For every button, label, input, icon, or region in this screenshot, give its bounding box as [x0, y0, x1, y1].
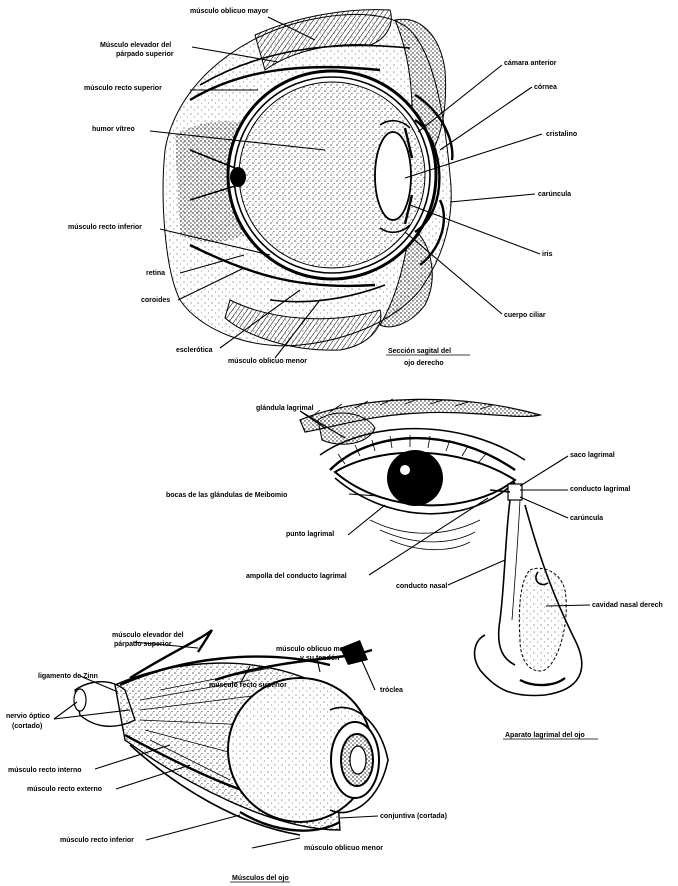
- label-cristalino: cristalino: [546, 131, 577, 138]
- label-elevador-2: párpado superior: [116, 51, 174, 58]
- iris-lacrimal: [387, 450, 443, 506]
- label-ampolla: ampolla del conducto lagrimal: [246, 573, 347, 580]
- label-conducto-nasal: conducto nasal: [396, 583, 447, 590]
- nasal-duct-2: [512, 500, 520, 620]
- label-caruncula-2: carúncula: [570, 515, 603, 522]
- label-recto-inferior: músculo recto inferior: [68, 224, 142, 231]
- caption-muscles: Músculos del ojo: [232, 875, 289, 882]
- optic-disc: [230, 167, 246, 187]
- label-recto-superior-m: músculo recto superior: [209, 682, 287, 689]
- label-retina: retina: [146, 270, 165, 277]
- sagittal-section-diagram: [163, 10, 452, 350]
- label-saco-lagrimal: saco lagrimal: [570, 452, 615, 459]
- caption-sagittal-1: Sección sagital del: [388, 348, 451, 355]
- label-esclerotica: esclerótica: [176, 347, 213, 354]
- label-oblicuo-mayor-m2: y su tendón: [300, 655, 339, 662]
- optic-nerve-end: [74, 689, 86, 711]
- lacrimal-sac: [508, 484, 522, 500]
- label-cavidad-nasal: cavidad nasal derech: [592, 602, 663, 609]
- under-eye-lines: [370, 520, 480, 550]
- label-cuerpo-ciliar: cuerpo ciliar: [504, 312, 546, 319]
- label-conducto-lagrimal: conducto lagrimal: [570, 486, 630, 493]
- label-humor-vitreo: humor vítreo: [92, 126, 135, 133]
- label-camara-anterior: cámara anterior: [504, 60, 557, 67]
- label-elevador-1: Músculo elevador del: [100, 42, 171, 49]
- label-caruncula: carúncula: [538, 191, 571, 198]
- label-nervio-1: nervio óptico: [6, 713, 50, 720]
- label-coroides: coroides: [141, 297, 170, 304]
- pupil: [350, 746, 366, 774]
- lens-shape: [375, 132, 411, 220]
- label-troclea: tróclea: [380, 687, 403, 694]
- label-elevador-m1: músculo elevador del: [112, 632, 184, 639]
- label-elevador-m2: párpado superior: [114, 641, 172, 648]
- label-iris: iris: [542, 251, 553, 258]
- label-oblicuo-mayor: músculo oblicuo mayor: [190, 8, 269, 15]
- label-recto-superior: músculo recto superior: [84, 85, 162, 92]
- label-recto-externo: músculo recto externo: [27, 786, 102, 793]
- nostril: [520, 678, 565, 685]
- caption-sagittal-2: ojo derecho: [404, 360, 444, 367]
- label-nervio-2: (cortado): [12, 723, 42, 730]
- iris-highlight: [400, 465, 410, 475]
- label-oblicuo-mayor-m1: músculo oblicuo mayor: [276, 646, 355, 653]
- label-meibomio: bocas de las glándulas de Meibomio: [166, 492, 287, 499]
- muscles-diagram: [74, 630, 388, 835]
- label-recto-interno: músculo recto interno: [8, 767, 82, 774]
- caption-lacrimal: Aparato lagrimal del ojo: [505, 732, 585, 739]
- label-glandula-lagrimal: glándula lagrimal: [256, 405, 314, 412]
- label-oblicuo-menor-m: músculo oblicuo menor: [304, 845, 383, 852]
- nasal-duct: [499, 500, 515, 665]
- label-oblicuo-menor: músculo oblicuo menor: [228, 358, 307, 365]
- label-recto-inferior-m: músculo recto inferior: [60, 837, 134, 844]
- label-punto-lagrimal: punto lagrimal: [286, 531, 334, 538]
- label-ligamento-zinn: ligamento de Zinn: [38, 673, 98, 680]
- label-cornea: córnea: [534, 84, 557, 91]
- nasal-cavity-region: [519, 568, 566, 671]
- label-conjuntiva: conjuntiva (cortada): [380, 813, 447, 820]
